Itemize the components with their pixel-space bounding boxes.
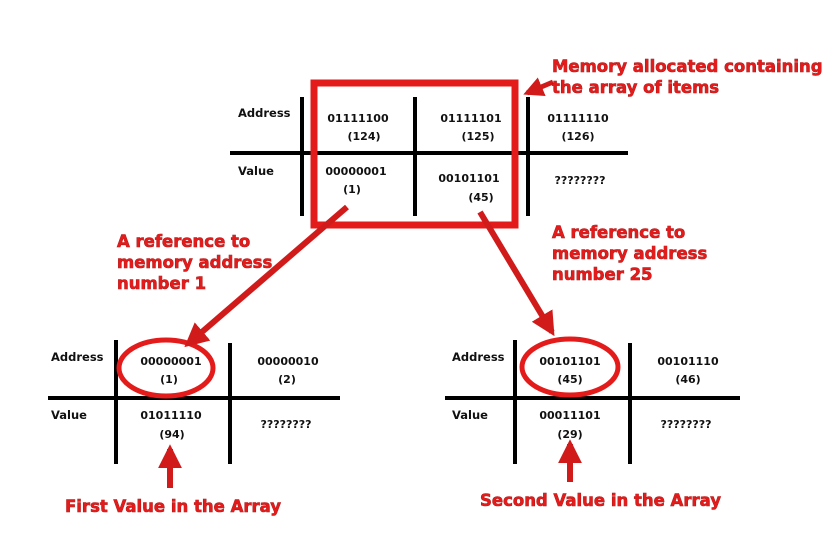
address-decimal: (1): [160, 373, 178, 386]
address-decimal: (125): [461, 130, 494, 143]
address-row-label: Address: [238, 106, 291, 120]
value-binary: 00011101: [539, 409, 600, 422]
reference-25-callout-line1: A reference to: [552, 223, 685, 242]
address-row-label: Address: [51, 350, 104, 364]
value-row-label: Value: [452, 408, 488, 422]
address-binary: 01111100: [327, 112, 389, 125]
address-row-label: Address: [452, 350, 505, 364]
address-decimal: (126): [561, 130, 594, 143]
address-45-highlight: [519, 336, 621, 398]
memory-allocated-callout-line2: the array of items: [552, 78, 719, 97]
address-binary: 00000001: [140, 355, 201, 368]
right-memory-table: Address Value 00101101 (45) 00011101 (29…: [445, 340, 740, 464]
address-binary: 00000010: [257, 355, 319, 368]
address-1-highlight: [116, 337, 216, 399]
value-binary: ????????: [260, 418, 311, 431]
allocated-memory-highlight: [310, 79, 519, 229]
second-value-callout: Second Value in the Array: [480, 491, 721, 510]
reference-1-callout-line3: number 1: [117, 274, 206, 293]
address-binary: 00101101: [539, 355, 600, 368]
address-decimal: (46): [675, 373, 700, 386]
memory-box-pointer-arrow: [523, 77, 554, 96]
value-decimal: (29): [557, 428, 582, 441]
top-memory-table: Address Value 01111100 (124) 00000001 (1…: [230, 97, 628, 216]
address-binary: 01111110: [547, 112, 609, 125]
reference-25-arrow: [477, 210, 555, 337]
address-binary: 00101110: [657, 355, 719, 368]
reference-1-arrow: [184, 204, 349, 348]
value-decimal: (1): [343, 183, 361, 196]
value-binary: 01011110: [140, 409, 202, 422]
left-memory-table: Address Value 00000001 (1) 01011110 (94)…: [48, 340, 340, 464]
value-binary: ????????: [554, 174, 605, 187]
address-binary: 01111101: [440, 112, 501, 125]
value-binary: 00101101: [438, 172, 499, 185]
value-decimal: (94): [159, 428, 184, 441]
value-decimal: (45): [468, 191, 493, 204]
first-value-callout: First Value in the Array: [65, 497, 281, 516]
value-binary: ????????: [660, 418, 711, 431]
value-row-label: Value: [238, 164, 274, 178]
reference-1-callout-line2: memory address: [117, 253, 272, 272]
reference-25-callout-line2: memory address: [552, 244, 707, 263]
value-row-label: Value: [51, 408, 87, 422]
value-binary: 00000001: [325, 165, 386, 178]
reference-1-callout-line1: A reference to: [117, 232, 250, 251]
memory-allocated-callout-line1: Memory allocated containing: [552, 57, 823, 76]
reference-25-callout-line3: number 25: [552, 265, 653, 284]
address-decimal: (45): [557, 373, 582, 386]
address-decimal: (2): [278, 373, 296, 386]
address-decimal: (124): [347, 130, 380, 143]
